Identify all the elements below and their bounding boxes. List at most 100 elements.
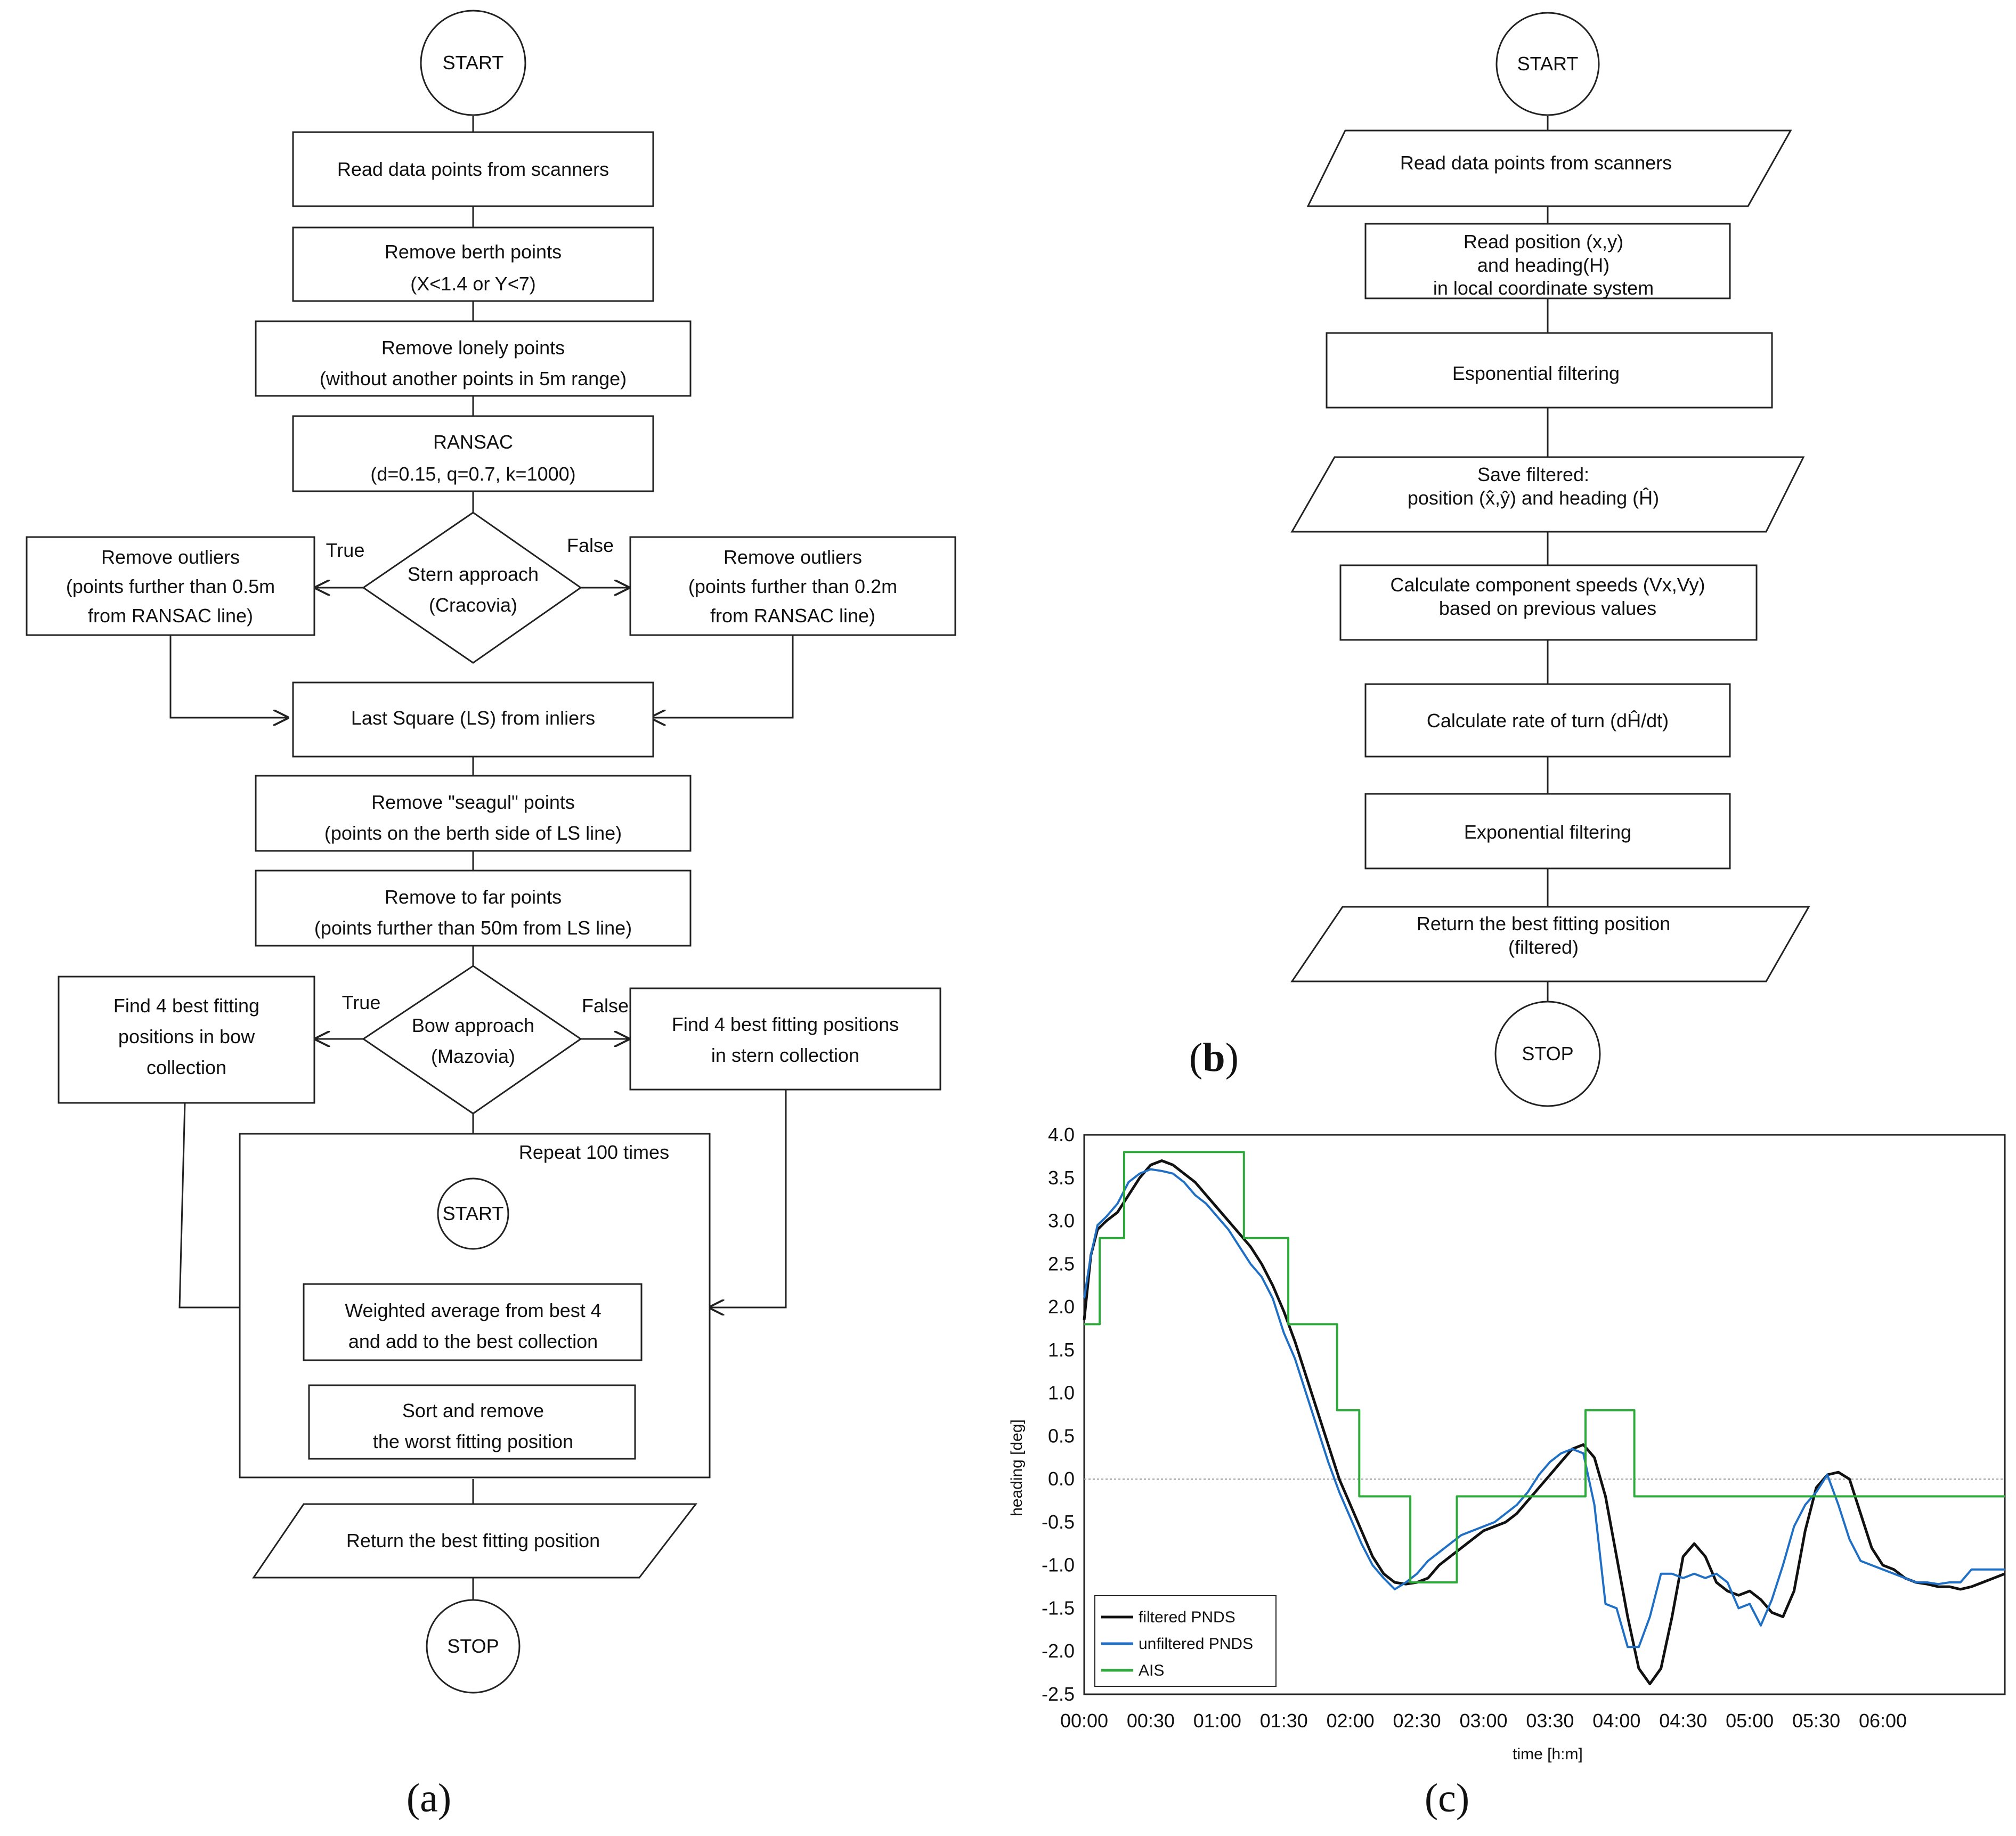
stern-collection-box: Find 4 best fitting positions in stern c… [629,987,941,1091]
weighted-line1: Weighted average from best 4 [345,1299,601,1321]
chart-c: 4.03.53.02.52.01.51.00.50.0-0.5-1.0-1.5-… [1008,1124,2006,1821]
start-b: START [1495,12,1600,116]
y-tick-label: 3.0 [1048,1210,1075,1232]
bow-coll-line3: collection [147,1057,226,1078]
x-tick-label: 05:00 [1726,1710,1774,1732]
remove-lonely-line1: Remove lonely points [381,337,565,359]
label-a: (a) [407,1776,451,1821]
remove-outliers-right-box: Remove outliers (points further than 0.2… [629,536,956,636]
true-label-2: True [342,992,381,1013]
x-tick-label: 00:30 [1127,1710,1175,1732]
outliers-left-line2: (points further than 0.5m [66,575,275,597]
least-square-box: Last Square (LS) from inliers [292,681,654,758]
seagul-line2: (points on the berth side of LS line) [324,822,622,844]
y-tick-label: -2.5 [1042,1683,1075,1705]
speeds-line2: based on previous values [1439,597,1656,619]
inner-start-label: START [443,1203,504,1224]
y-tick-label: -1.0 [1042,1554,1075,1576]
rot-label: Calculate rate of turn (dĤ/dt) [1427,710,1669,732]
read-scanners-a-label: Read data points from scanners [337,158,609,180]
x-tick-label: 01:30 [1260,1710,1308,1732]
speeds-line1: Calculate component speeds (Vx,Vy) [1391,574,1705,596]
inner-start: START [437,1177,509,1250]
least-square-label: Last Square (LS) from inliers [351,707,595,729]
ransac-line1: RANSAC [433,431,513,453]
x-tick-label: 04:30 [1659,1710,1707,1732]
far-line2: (points further than 50m from LS line) [314,917,632,939]
ransac-line2: (d=0.15, q=0.7, k=1000) [370,463,575,485]
x-tick-label: 06:00 [1859,1710,1907,1732]
remove-seagul-box: Remove "seagul" points (points on the be… [255,775,692,852]
y-tick-label: 0.5 [1048,1425,1075,1447]
bow-approach-line2: (Mazovia) [431,1045,515,1067]
seagul-line1: Remove "seagul" points [371,791,575,813]
remove-outliers-left-box: Remove outliers (points further than 0.5… [26,536,315,636]
stop-b: STOP [1494,1001,1601,1107]
x-tick-label: 03:00 [1459,1710,1507,1732]
y-tick-label: -1.5 [1042,1597,1075,1619]
y-axis-title: heading [deg] [1008,1419,1026,1516]
stop-a-label: STOP [447,1635,499,1657]
flowchart-a: START Read data points from scanners Rem… [26,10,956,1821]
outliers-right-line3: from RANSAC line) [710,605,875,627]
weighted-line2: and add to the best collection [348,1330,598,1352]
save-line1: Save filtered: [1477,464,1589,485]
y-tick-label: 4.0 [1048,1124,1075,1146]
start-a: START [420,10,526,116]
save-filtered-box: Save filtered: position (x̂,ŷ) and headi… [1290,456,1805,533]
read-pos-line1: Read position (x,y) [1464,231,1623,253]
x-tick-label: 03:30 [1526,1710,1574,1732]
stop-a: STOP [426,1599,521,1694]
y-tick-label: 2.0 [1048,1296,1075,1318]
legend-label-1: unfiltered PNDS [1139,1635,1253,1653]
sort-remove-box: Sort and remove the worst fitting positi… [308,1384,636,1460]
x-tick-label: 05:30 [1792,1710,1840,1732]
series-line-0 [1083,1159,2005,1686]
series-line-2 [1084,1151,2005,1583]
exponential-label: Exponential filtering [1464,821,1631,843]
bow-approach-line1: Bow approach [412,1014,534,1036]
legend-label-2: AIS [1139,1662,1164,1679]
bow-coll-line2: positions in bow [118,1026,255,1047]
legend-label-0: filtered PNDS [1139,1608,1235,1626]
stern-coll-line1: Find 4 best fitting positions [672,1013,899,1035]
read-scanners-b: Read data points from scanners [1306,129,1792,207]
sort-line2: the worst fitting position [373,1431,573,1452]
x-tick-label: 02:30 [1393,1710,1441,1732]
x-tick-label: 04:00 [1592,1710,1640,1732]
esponential-label: Esponential filtering [1452,362,1620,384]
outliers-left-line1: Remove outliers [101,546,240,568]
bow-collection-box: Find 4 best fitting positions in bow col… [58,976,315,1104]
far-line1: Remove to far points [385,886,562,908]
exponential-filtering-box: Exponential filtering [1364,793,1731,870]
stern-approach-line1: Stern approach [408,563,539,585]
return-best-a: Return the best fitting position [252,1503,698,1579]
return-best-a-label: Return the best fitting position [346,1530,600,1551]
read-pos-line2: and heading(H) [1477,254,1609,276]
remove-lonely-box: Remove lonely points (without another po… [255,320,692,397]
start-a-label: START [443,52,504,74]
return-b-line1: Return the best fitting position [1417,913,1670,935]
chart-plot-area: 4.03.53.02.52.01.51.00.50.0-0.5-1.0-1.5-… [1042,1124,2005,1732]
y-tick-label: 0.0 [1048,1468,1075,1490]
remove-berth-line1: Remove berth points [385,241,562,263]
outliers-left-line3: from RANSAC line) [88,605,253,627]
stern-approach-decision: Stern approach (Cracovia) [362,511,582,664]
outliers-right-line1: Remove outliers [724,546,862,568]
read-pos-line3: in local coordinate system [1433,277,1654,299]
stern-approach-line2: (Cracovia) [429,594,517,616]
y-tick-label: -0.5 [1042,1511,1075,1533]
x-axis-title: time [h:m] [1513,1745,1583,1763]
bow-approach-decision: Bow approach (Mazovia) [362,965,582,1115]
return-b-line2: (filtered) [1508,936,1579,958]
esponential-filtering-box: Esponential filtering [1326,332,1773,409]
remove-berth-box: Remove berth points (X<1.4 or Y<7) [292,226,654,302]
ransac-box: RANSAC (d=0.15, q=0.7, k=1000) [292,415,654,492]
save-line2: position (x̂,ŷ) and heading (Ĥ) [1408,487,1659,509]
y-tick-label: 2.5 [1048,1253,1075,1274]
label-c: (c) [1425,1776,1469,1821]
weighted-average-box: Weighted average from best 4 and add to … [303,1283,643,1361]
return-best-b: Return the best fitting position (filter… [1290,906,1810,982]
repeat-label: Repeat 100 times [519,1141,669,1163]
